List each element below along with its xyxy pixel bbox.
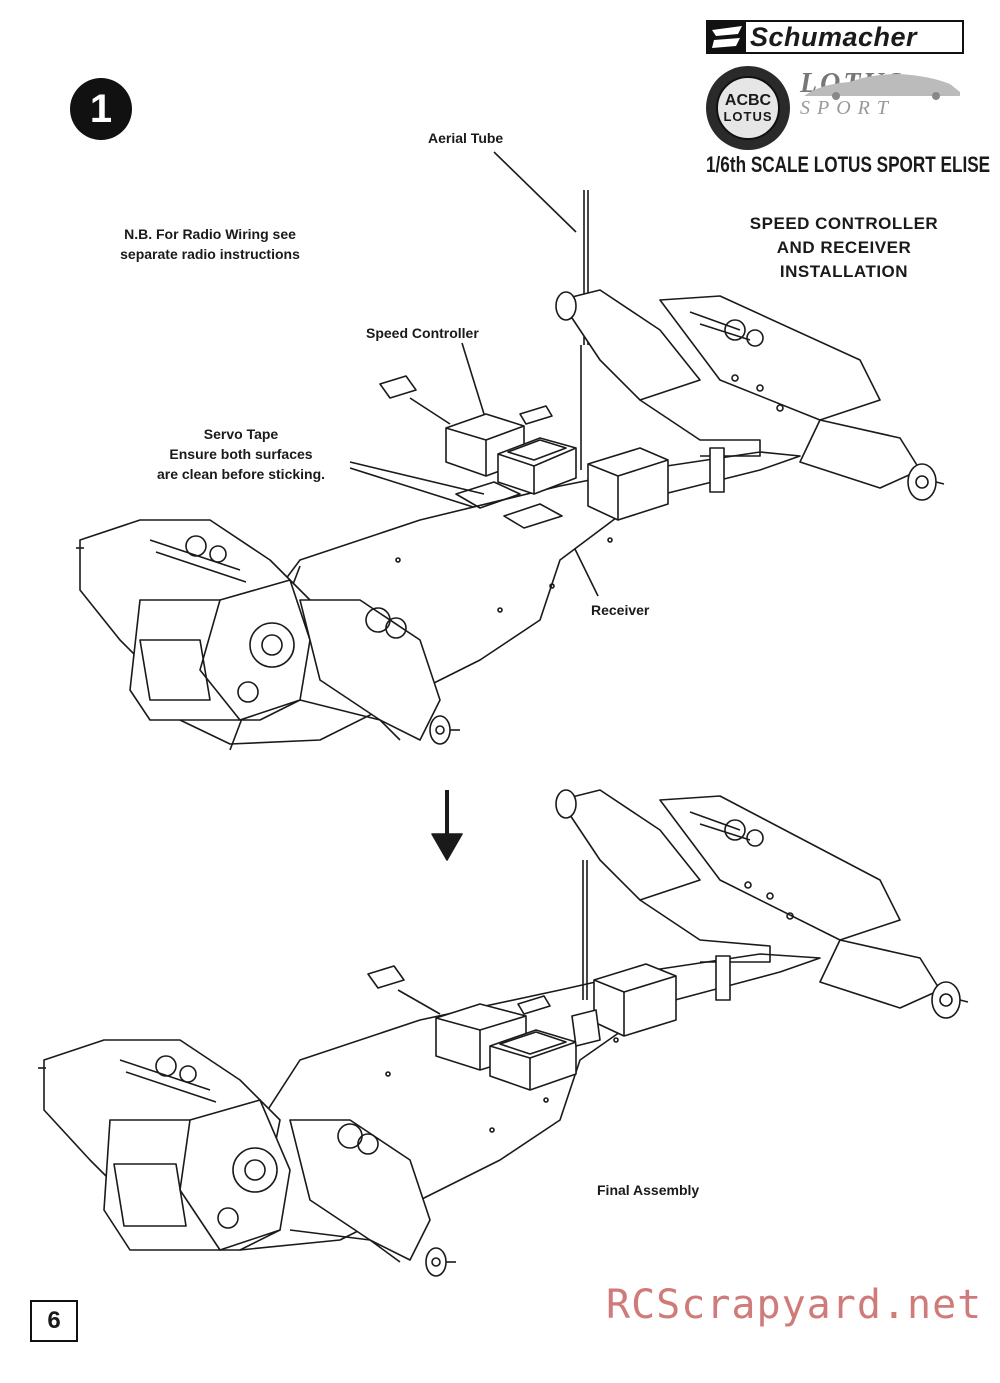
page-number-box: 6	[30, 1300, 78, 1342]
watermark: RCScrapyard.net	[606, 1282, 983, 1328]
servo-tape-line: are clean before sticking.	[156, 466, 326, 482]
servo-tape-label: Servo Tape Ensure both surfaces are clea…	[134, 424, 348, 484]
servo-tape-leader	[349, 461, 485, 495]
step-number-badge: 1	[70, 78, 132, 140]
aerial-tube-label: Aerial Tube	[428, 130, 504, 146]
section-title: SPEED CONTROLLER AND RECEIVER INSTALLATI…	[728, 212, 960, 284]
down-arrow-icon	[431, 790, 463, 861]
step-number: 1	[89, 86, 113, 131]
page-number: 6	[47, 1307, 61, 1334]
note-line: separate radio instructions	[120, 246, 300, 262]
final-assembly-label: Final Assembly	[597, 1182, 700, 1198]
section-title-line: SPEED CONTROLLER	[749, 214, 939, 233]
lotus-roundel-icon: ACBC LOTUS	[706, 66, 790, 150]
section-title-line: INSTALLATION	[779, 262, 909, 281]
final-assembly-drawing	[38, 789, 969, 1277]
speed-controller-leader	[461, 342, 485, 415]
receiver-label: Receiver	[591, 602, 650, 618]
schumacher-logo: Schumacher	[706, 20, 964, 54]
top-chassis-drawing	[76, 151, 945, 751]
lotus-sport-logo: LOTUS SPORT	[800, 70, 964, 146]
servo-tape-line: Ensure both surfaces	[169, 446, 313, 462]
servo-tape-line: Servo Tape	[203, 426, 279, 442]
sport-word: SPORT	[800, 97, 895, 119]
schumacher-flag-icon	[708, 22, 746, 52]
lotus-roundel-text: LOTUS	[723, 108, 773, 124]
section-title-line: AND RECEIVER	[776, 238, 912, 257]
note-line: N.B. For Radio Wiring see	[124, 226, 296, 242]
brand-name: Schumacher	[750, 21, 918, 52]
radio-wiring-note: N.B. For Radio Wiring see separate radio…	[90, 224, 330, 264]
aerial-tube-leader	[493, 151, 577, 233]
lotus-monogram: ACBC	[724, 91, 772, 109]
speed-controller-label: Speed Controller	[366, 325, 479, 341]
car-silhouette-icon	[804, 74, 960, 100]
